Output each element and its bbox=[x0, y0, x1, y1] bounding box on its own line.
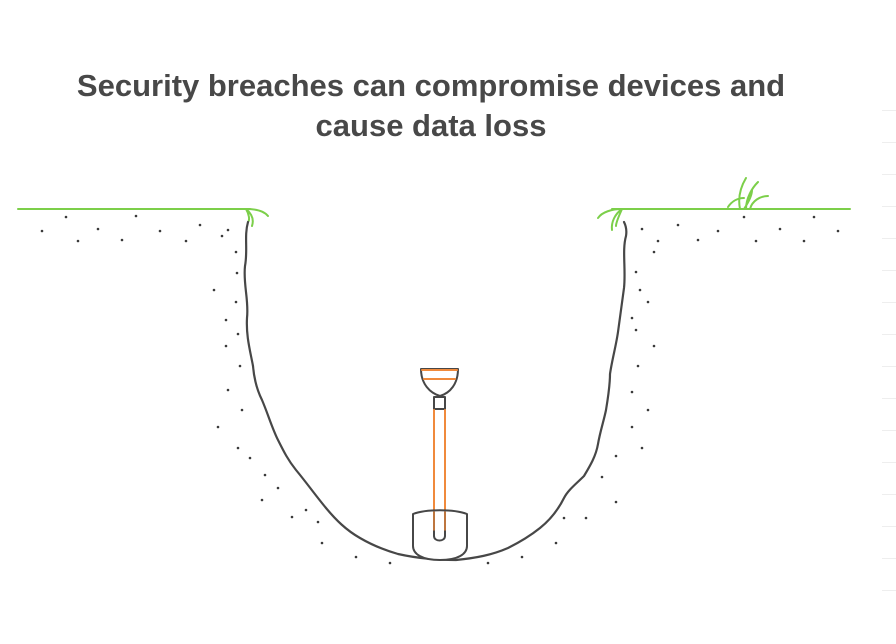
shovel-socket-shaft bbox=[433, 511, 446, 531]
page-title-line-2: cause data loss bbox=[315, 108, 547, 143]
shovel-icon bbox=[412, 368, 468, 561]
shovel-collar bbox=[433, 396, 446, 410]
grass-tuft-left-edge bbox=[245, 208, 269, 227]
page-title-line-1: Security breaches can compromise devices… bbox=[76, 68, 786, 103]
ground-surface bbox=[17, 177, 851, 231]
grass-tuft-right-edge bbox=[597, 208, 623, 231]
edge-marks bbox=[882, 110, 896, 630]
hole-outline bbox=[243, 220, 628, 562]
page-title: Security breaches can compromise devices… bbox=[0, 66, 862, 146]
shovel-handle-grip bbox=[420, 368, 459, 397]
shovel-socket bbox=[433, 511, 446, 542]
grass-tuft-icon bbox=[727, 177, 769, 210]
soil-dots bbox=[40, 214, 840, 565]
